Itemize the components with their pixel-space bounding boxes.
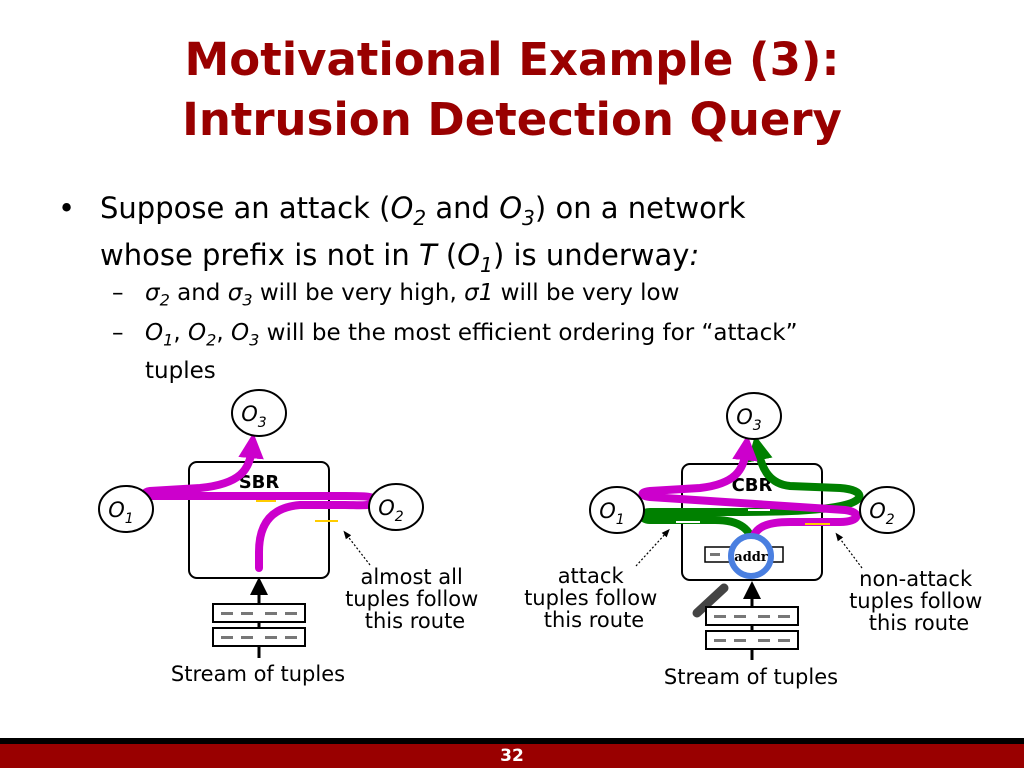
note-nonattack: non-attack tuples follow this route (849, 567, 989, 635)
sub-bullet-2-text: O1, O2, O3 will be the most efficient or… (145, 318, 965, 386)
title-line-2: Intrusion Detection Query (182, 93, 842, 146)
sigma-2-sub: 2 (159, 290, 170, 310)
note-pointer-left (343, 530, 371, 566)
sigma-1: σ1 (464, 280, 494, 306)
left-diagram: SBR O3 O1 O2 Stream of tuples almost all… (98, 389, 485, 686)
op-o1: O (108, 498, 125, 522)
sub-text-part: will be very low (493, 280, 680, 306)
stream-label-left: Stream of tuples (171, 662, 345, 686)
op-o2-sub: 2 (206, 330, 217, 350)
sigma-3-sub: 3 (242, 290, 253, 310)
diagrams: SBR O3 O1 O2 Stream of tuples almost all… (98, 389, 989, 689)
note-attack: attack tuples follow this route (524, 564, 664, 632)
bullet-text-part: ) on a network (534, 191, 746, 225)
op-o2: O (378, 496, 395, 520)
title-line-1: Motivational Example (3): (184, 33, 840, 86)
note-pointer-attack (635, 528, 670, 567)
note-line: this route (365, 609, 465, 633)
dash: – (112, 320, 124, 346)
op-o3: O (499, 191, 523, 225)
op-o3: O (230, 320, 250, 346)
op-o3-sub: 3 (258, 415, 267, 431)
bullet-text-part: ) is underway (492, 237, 690, 272)
operator-o1-label: O1 (599, 499, 624, 528)
note-line: this route (869, 611, 969, 635)
op-o3-sub: 3 (249, 330, 260, 350)
op-o3-sub: 3 (522, 205, 535, 230)
note-left: almost all tuples follow this route (345, 565, 485, 633)
operator-o1-label: O1 (108, 498, 133, 527)
footer-divider (0, 738, 1024, 744)
tuple-stack-left (212, 603, 306, 647)
magnifier-handle (692, 583, 729, 618)
note-line: tuples follow (524, 586, 657, 610)
route-magenta-left (140, 432, 380, 572)
magnifier-icon (728, 533, 774, 579)
note-line: tuples follow (849, 589, 982, 613)
op-o1: O (599, 499, 616, 523)
slide-footer: 32 (0, 738, 1024, 768)
bullet-dot: • (58, 191, 76, 225)
op-o2: O (390, 191, 414, 225)
operator-o2-label: O2 (378, 496, 404, 525)
operator-o3-label: O3 (241, 402, 266, 431)
op-o1: O (457, 237, 481, 272)
sub-text-part: will be very high, (252, 280, 465, 306)
op-o2: O (187, 320, 207, 346)
sigma-3: σ (227, 280, 243, 306)
note-line: tuples follow (345, 587, 478, 611)
bullet-text-part: and (426, 191, 500, 225)
router-label-cbr: CBR (732, 475, 773, 496)
stream-label-right: Stream of tuples (664, 665, 838, 689)
op-o1-sub: 1 (163, 330, 174, 350)
bullet-text-part: ( (436, 237, 458, 272)
operator-o3-right (726, 392, 782, 440)
op-o1-sub: 1 (480, 252, 493, 277)
op-o1-sub: 1 (616, 512, 625, 528)
bullet-text-part: whose prefix is not in (100, 237, 419, 272)
bullet-text-part: Suppose an attack ( (100, 191, 391, 225)
operator-o2-right (859, 486, 915, 534)
note-line: attack (558, 564, 625, 588)
op-o2: O (869, 499, 886, 523)
note-pointer-nonattack (835, 532, 863, 569)
router-label-sbr: SBR (239, 472, 280, 493)
route-magenta-right (638, 434, 861, 549)
right-diagram: CBR addr O3 O1 O2 Stream of tuples (524, 392, 989, 689)
op-o2-sub: 2 (886, 512, 895, 528)
page-number: 32 (500, 746, 524, 766)
operator-o3-label: O3 (736, 405, 761, 434)
tuple-stack-right (705, 606, 799, 650)
operator-o1-right (589, 486, 645, 534)
op-o3: O (736, 405, 753, 429)
note-line: this route (544, 608, 644, 632)
operator-o3-left (231, 389, 287, 437)
note-line: non-attack (859, 567, 973, 591)
op-o2-sub: 2 (413, 205, 427, 230)
sub-text-part: tuples (145, 357, 216, 384)
bullet-colon: : (689, 237, 700, 272)
sub-text-part: , (173, 320, 188, 346)
sub-text-part: , (216, 320, 231, 346)
dash: – (112, 280, 124, 306)
sub-bullet-1-text: σ2 and σ3 will be very high, σ1 will be … (145, 278, 965, 316)
operator-o2-label: O2 (869, 499, 895, 528)
sub-text-part: will be the most efficient ordering for … (259, 320, 798, 346)
op-o1: O (145, 320, 164, 346)
op-o2-sub: 2 (395, 509, 404, 525)
tuple-field (710, 553, 720, 556)
route-green (638, 434, 864, 549)
slide-title: Motivational Example (3): Intrusion Dete… (0, 30, 1024, 150)
op-o3: O (241, 402, 258, 426)
bullet-text: Suppose an attack (O2 and O3) on a netwo… (100, 190, 940, 284)
set-t: T (418, 237, 437, 272)
sub-text-part: and (169, 280, 228, 306)
op-o1-sub: 1 (125, 511, 134, 527)
addr-label: addr (734, 550, 768, 565)
op-o3-sub: 3 (753, 418, 762, 434)
operator-o1-left (98, 485, 154, 533)
note-line: almost all (360, 565, 462, 589)
sigma-2: σ (145, 280, 160, 306)
operator-o2-left (368, 483, 424, 531)
